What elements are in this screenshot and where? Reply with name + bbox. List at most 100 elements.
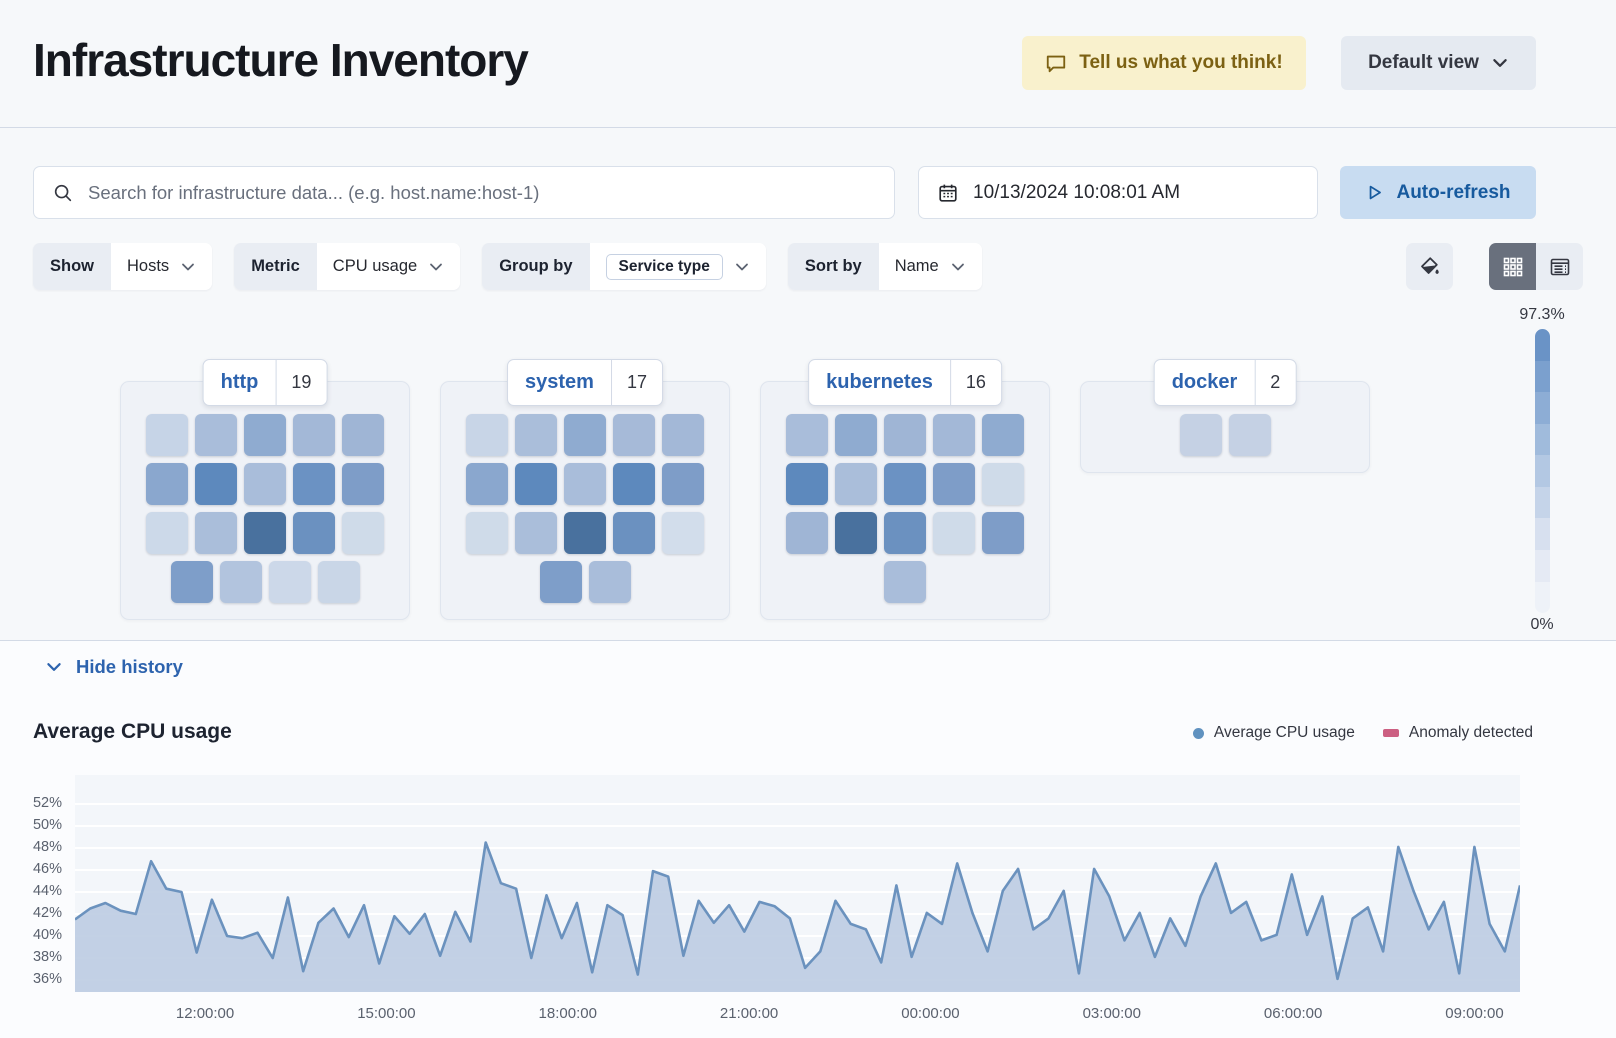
host-cell[interactable] bbox=[982, 414, 1024, 456]
host-cell[interactable] bbox=[662, 463, 704, 505]
host-cell[interactable] bbox=[982, 463, 1024, 505]
group-count: 16 bbox=[965, 372, 986, 392]
host-cell[interactable] bbox=[466, 512, 508, 554]
host-cell[interactable] bbox=[170, 561, 213, 603]
host-cell[interactable] bbox=[244, 512, 286, 554]
host-cell[interactable] bbox=[1179, 414, 1222, 456]
feedback-button[interactable]: Tell us what you think! bbox=[1022, 36, 1306, 90]
host-cell[interactable] bbox=[786, 512, 828, 554]
group-badge[interactable]: kubernetes 16 bbox=[808, 359, 1002, 406]
host-cell[interactable] bbox=[835, 414, 877, 456]
host-cell[interactable] bbox=[466, 414, 508, 456]
metric-filter-label: Metric bbox=[234, 243, 317, 290]
host-cell[interactable] bbox=[933, 512, 975, 554]
host-cell[interactable] bbox=[933, 463, 975, 505]
host-cell[interactable] bbox=[613, 463, 655, 505]
group-badge[interactable]: http 19 bbox=[202, 359, 328, 406]
group-count: 19 bbox=[291, 372, 312, 392]
view-dropdown[interactable]: Default view bbox=[1341, 36, 1536, 90]
show-filter-select[interactable]: Hosts bbox=[111, 243, 213, 290]
host-cell[interactable] bbox=[982, 512, 1024, 554]
host-cell[interactable] bbox=[515, 463, 557, 505]
scale-step bbox=[1534, 549, 1550, 582]
metric-filter-select[interactable]: CPU usage bbox=[316, 243, 461, 290]
host-cell[interactable] bbox=[835, 463, 877, 505]
host-cell[interactable] bbox=[933, 414, 975, 456]
host-cell[interactable] bbox=[564, 414, 606, 456]
host-cell[interactable] bbox=[884, 463, 926, 505]
host-cell[interactable] bbox=[835, 512, 877, 554]
host-cell[interactable] bbox=[884, 561, 926, 603]
calendar-icon bbox=[937, 182, 959, 204]
metric-filter-value: CPU usage bbox=[332, 257, 418, 275]
host-cell[interactable] bbox=[786, 414, 828, 456]
waffle-group-system: system 17 bbox=[440, 359, 730, 620]
group-name-link[interactable]: system bbox=[525, 371, 594, 393]
chevron-down-icon bbox=[735, 263, 748, 270]
host-cell[interactable] bbox=[662, 414, 704, 456]
host-cell[interactable] bbox=[662, 512, 704, 554]
map-view-button[interactable] bbox=[1489, 243, 1536, 290]
color-scale-legend: 97.3% 0% bbox=[1502, 306, 1582, 634]
sort-by-filter-value: Name bbox=[894, 257, 939, 275]
host-cell[interactable] bbox=[244, 463, 286, 505]
waffle-group-http: http 19 bbox=[120, 359, 410, 620]
y-axis-tick-label: 46% bbox=[32, 861, 62, 877]
host-cell[interactable] bbox=[195, 414, 237, 456]
host-cell[interactable] bbox=[293, 463, 335, 505]
group-count: 17 bbox=[626, 372, 647, 392]
host-cell[interactable] bbox=[268, 561, 311, 603]
host-cell[interactable] bbox=[146, 463, 188, 505]
group-by-filter-select[interactable]: Service type bbox=[589, 243, 766, 290]
host-cell[interactable] bbox=[515, 512, 557, 554]
host-cell[interactable] bbox=[613, 414, 655, 456]
group-by-selected-pill[interactable]: Service type bbox=[605, 253, 723, 280]
group-name-link[interactable]: kubernetes bbox=[826, 371, 933, 393]
search-input[interactable]: Search for infrastructure data... (e.g. … bbox=[33, 166, 895, 219]
host-cell[interactable] bbox=[588, 561, 631, 603]
host-cell[interactable] bbox=[317, 561, 360, 603]
host-cell[interactable] bbox=[293, 414, 335, 456]
group-by-filter-label: Group by bbox=[482, 243, 590, 290]
host-cell[interactable] bbox=[613, 512, 655, 554]
table-view-button[interactable] bbox=[1536, 243, 1583, 290]
y-axis-tick-label: 40% bbox=[32, 927, 62, 943]
group-name-link[interactable]: http bbox=[220, 371, 259, 393]
group-badge[interactable]: system 17 bbox=[507, 359, 663, 406]
host-cell[interactable] bbox=[146, 414, 188, 456]
sort-by-filter-select[interactable]: Name bbox=[878, 243, 982, 290]
host-cell[interactable] bbox=[342, 463, 384, 505]
host-cell[interactable] bbox=[786, 463, 828, 505]
host-cell[interactable] bbox=[195, 463, 237, 505]
legend-item-average-cpu[interactable]: Average CPU usage bbox=[1192, 724, 1355, 742]
hide-history-link[interactable]: Hide history bbox=[45, 656, 183, 678]
auto-refresh-button[interactable]: Auto-refresh bbox=[1340, 166, 1536, 219]
host-cell[interactable] bbox=[564, 463, 606, 505]
grid-icon bbox=[1501, 255, 1525, 279]
host-cell[interactable] bbox=[293, 512, 335, 554]
host-cell[interactable] bbox=[342, 512, 384, 554]
host-cell[interactable] bbox=[195, 512, 237, 554]
host-cell[interactable] bbox=[539, 561, 582, 603]
cpu-usage-area-chart[interactable] bbox=[74, 775, 1522, 992]
host-cell[interactable] bbox=[466, 463, 508, 505]
host-cell[interactable] bbox=[564, 512, 606, 554]
host-cell[interactable] bbox=[884, 414, 926, 456]
host-cell[interactable] bbox=[515, 414, 557, 456]
scale-step bbox=[1534, 392, 1550, 424]
host-cell[interactable] bbox=[219, 561, 262, 603]
host-cell[interactable] bbox=[244, 414, 286, 456]
host-cell[interactable] bbox=[146, 512, 188, 554]
play-icon bbox=[1365, 183, 1384, 202]
y-axis-tick-label: 48% bbox=[32, 839, 62, 855]
legend-item-anomaly[interactable]: Anomaly detected bbox=[1382, 724, 1533, 742]
group-name-link[interactable]: docker bbox=[1171, 371, 1238, 393]
host-cell[interactable] bbox=[342, 414, 384, 456]
host-cell[interactable] bbox=[884, 512, 926, 554]
color-palette-button[interactable] bbox=[1406, 243, 1453, 290]
paint-bucket-icon bbox=[1418, 255, 1442, 279]
waffle-row bbox=[455, 463, 715, 505]
host-cell[interactable] bbox=[1228, 414, 1271, 456]
date-picker[interactable]: 10/13/2024 10:08:01 AM bbox=[918, 166, 1318, 219]
